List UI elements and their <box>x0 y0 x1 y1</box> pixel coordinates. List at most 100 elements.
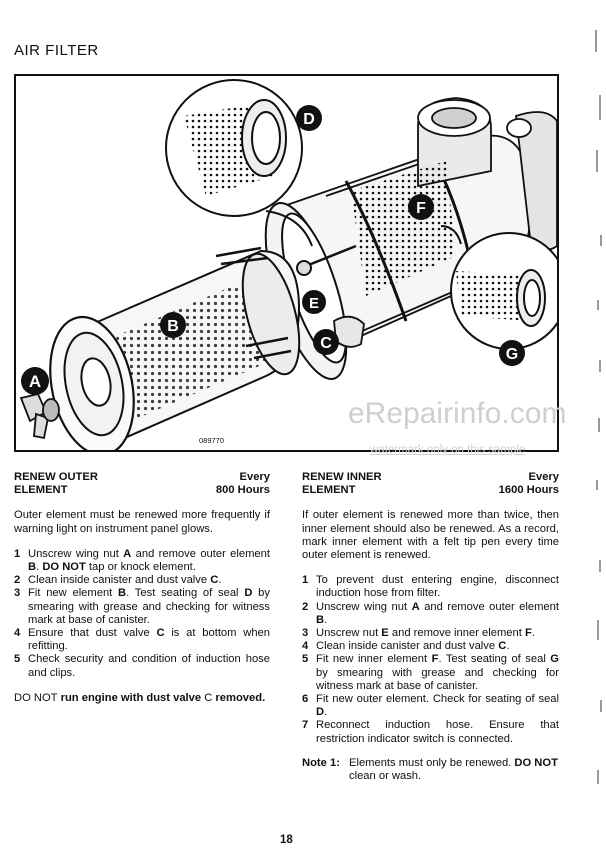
bold-ref: C <box>498 640 507 653</box>
svg-text:G: G <box>506 346 518 363</box>
step-item: 1 To prevent dust entering engine, discon… <box>302 574 559 600</box>
callout-d: D <box>296 105 322 131</box>
callout-a: A <box>21 367 49 395</box>
bold-ref: E <box>381 627 389 640</box>
step-text: Fit new inner element F. Test seating of… <box>316 653 559 693</box>
bold-ref: F <box>524 627 532 640</box>
inner-heading-line1: RENEW INNER <box>302 471 382 483</box>
step-number: 4 <box>14 627 21 640</box>
step-item: 4 Ensure that dust valve C is at bottom w… <box>14 627 270 653</box>
text-run: . Test seating of seal <box>126 587 245 600</box>
outer-steps: 1 Unscrew wing nut A and remove outer ele… <box>14 548 270 680</box>
text-run: clean or wash. <box>349 770 422 783</box>
bold-ref: D <box>244 587 253 600</box>
wing-nut <box>19 392 60 440</box>
text-run: Fit new inner element <box>316 653 432 666</box>
bold-ref: B <box>28 561 37 574</box>
step-text: Fit new element B. Test seating of seal … <box>28 587 270 627</box>
step-number: 1 <box>302 574 309 587</box>
text-run: Unscrew wing nut <box>316 600 412 613</box>
step-text: Unscrew wing nut A and remove outer elem… <box>316 601 559 627</box>
step-number: 5 <box>302 653 309 666</box>
outer-element <box>49 246 301 450</box>
note-label: Note 1: <box>302 756 340 769</box>
text-run: Unscrew wing nut <box>28 547 124 560</box>
text-run: . <box>218 574 222 587</box>
air-filter-figure: A B C D E F G 089770 <box>14 74 559 452</box>
bold-ref: C <box>210 574 219 587</box>
svg-text:D: D <box>303 111 315 128</box>
text-run: and remove inner element <box>388 627 525 640</box>
text-run: Elements must only be renewed. <box>349 756 515 769</box>
text-run: . <box>506 640 510 653</box>
step-item: 2 Unscrew wing nut A and remove outer ele… <box>302 601 559 627</box>
step-item: 1 Unscrew wing nut A and remove outer ele… <box>14 548 270 574</box>
step-item: 2 Clean inside canister and dust valve C. <box>14 574 270 587</box>
text-run: Reconnect induction hose. Ensure that re… <box>316 719 559 745</box>
step-text: Clean inside canister and dust valve C. <box>28 574 270 587</box>
callout-b: B <box>160 312 186 338</box>
renew-inner-section: RENEW INNER ELEMENT Every 1600 Hours If … <box>302 471 559 783</box>
text-run: . <box>324 613 328 626</box>
bold-ref: run engine with dust valve <box>57 691 205 704</box>
text-run: . <box>36 561 43 574</box>
inner-note: Note 1: Elements must only be renewed. D… <box>302 757 559 783</box>
svg-text:A: A <box>29 372 41 391</box>
bold-ref: D <box>316 706 325 719</box>
bold-ref: removed. <box>212 691 266 704</box>
watermark-note: watermark only on this sample <box>370 444 526 456</box>
text-run: To prevent dust entering engine, disconn… <box>316 574 559 600</box>
text-run: . <box>324 706 328 719</box>
watermark-brand: eRepairinfo.com <box>348 397 567 430</box>
outer-warning: DO NOT run engine with dust valve C remo… <box>14 692 270 705</box>
step-number: 4 <box>302 640 309 653</box>
inner-interval-line2: 1600 Hours <box>498 484 559 497</box>
step-number: 2 <box>302 600 309 613</box>
step-text: Clean inside canister and dust valve C. <box>316 640 559 653</box>
step-number: 5 <box>14 653 21 666</box>
figure-number: 089770 <box>199 436 225 445</box>
outer-intro: Outer element must be renewed more frequ… <box>14 509 270 535</box>
note-text: Elements must only be renewed. DO NOT cl… <box>349 757 559 783</box>
renew-outer-section: RENEW OUTER ELEMENT Every 800 Hours Oute… <box>14 471 270 705</box>
step-number: 3 <box>302 627 309 640</box>
step-number: 1 <box>14 547 21 560</box>
step-number: 6 <box>302 693 309 706</box>
step-number: 2 <box>14 574 21 587</box>
bold-ref: A <box>411 600 420 613</box>
text-run: . Test seating of seal <box>438 653 551 666</box>
text-run: and remove outer element <box>131 547 270 560</box>
text-run: Ensure that dust valve <box>28 627 157 640</box>
callout-g: G <box>499 340 525 366</box>
text-run: is at bottom when refitting. <box>28 627 270 653</box>
renew-outer-heading: RENEW OUTER ELEMENT Every 800 Hours <box>14 471 270 497</box>
detail-seal-g <box>450 232 557 350</box>
bold-ref: DO NOT <box>514 756 558 769</box>
outer-interval-line1: Every <box>239 471 270 483</box>
bold-ref: A <box>123 547 132 560</box>
callout-e: E <box>302 290 326 314</box>
detail-seal-d <box>165 79 303 217</box>
svg-text:B: B <box>167 318 179 335</box>
step-item: 5 Fit new inner element F. Test seating o… <box>302 653 559 693</box>
svg-text:C: C <box>320 335 332 352</box>
renew-inner-heading: RENEW INNER ELEMENT Every 1600 Hours <box>302 471 559 497</box>
step-text: Fit new outer element. Check for seating… <box>316 693 559 719</box>
inner-steps: 1 To prevent dust entering engine, discon… <box>302 574 559 746</box>
bold-ref: B <box>316 613 325 626</box>
bold-ref: F <box>431 653 439 666</box>
text-run: DO NOT <box>14 691 58 704</box>
step-text: Ensure that dust valve C is at bottom wh… <box>28 627 270 653</box>
outer-interval-line2: 800 Hours <box>215 484 270 497</box>
text-run: Clean inside canister and dust valve <box>28 574 211 587</box>
step-item: 6 Fit new outer element. Check for seatin… <box>302 693 559 719</box>
svg-text:F: F <box>416 200 426 217</box>
outer-heading-line2: ELEMENT <box>14 484 68 497</box>
canister-body <box>282 97 557 358</box>
step-text: To prevent dust entering engine, disconn… <box>316 574 559 600</box>
bold-ref: B <box>118 587 127 600</box>
